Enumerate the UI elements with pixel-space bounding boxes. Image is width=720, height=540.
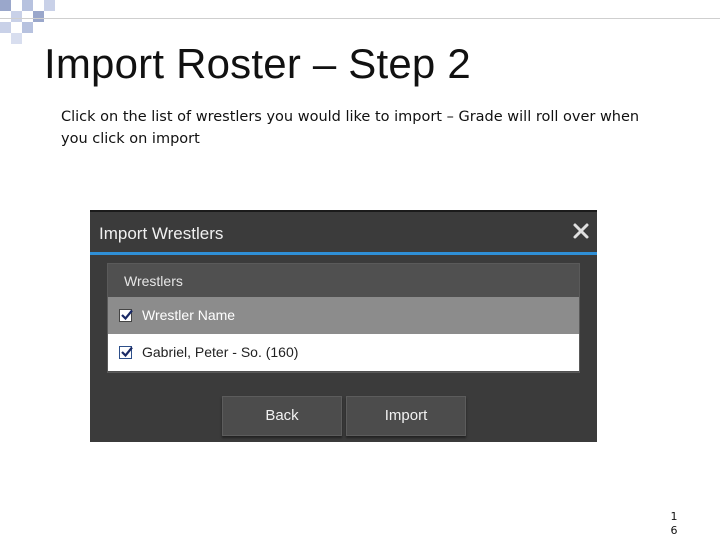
- select-all-row[interactable]: Wrestler Name: [108, 297, 579, 334]
- page-number: 16: [670, 510, 678, 537]
- select-all-checkbox[interactable]: [119, 309, 133, 322]
- row-label: Gabriel, Peter - So. (160): [142, 344, 299, 360]
- import-wrestlers-dialog: Import Wrestlers Wrestlers Wrestler Name: [90, 210, 597, 442]
- close-icon: [573, 223, 589, 239]
- import-button[interactable]: Import: [346, 396, 466, 436]
- dialog-title: Import Wrestlers: [99, 224, 224, 243]
- wrestler-list: Wrestlers Wrestler Name Gabriel, Peter -…: [107, 263, 580, 373]
- list-item[interactable]: Gabriel, Peter - So. (160): [108, 334, 579, 371]
- slide-divider: [0, 18, 720, 19]
- slide-title: Import Roster – Step 2: [44, 40, 471, 87]
- list-header-label: Wrestlers: [124, 273, 183, 289]
- close-button[interactable]: [570, 220, 592, 242]
- list-header: Wrestlers: [108, 264, 579, 296]
- back-button[interactable]: Back: [222, 396, 342, 436]
- top-strip: [90, 210, 597, 212]
- wrestler-checkbox[interactable]: [119, 346, 133, 359]
- row-label: Wrestler Name: [142, 307, 236, 323]
- slide-decoration: [0, 0, 62, 48]
- accent-bar: [90, 252, 597, 255]
- instruction-text: Click on the list of wrestlers you would…: [61, 109, 640, 147]
- checkmark-icon: [121, 346, 133, 358]
- checkmark-icon: [121, 309, 133, 321]
